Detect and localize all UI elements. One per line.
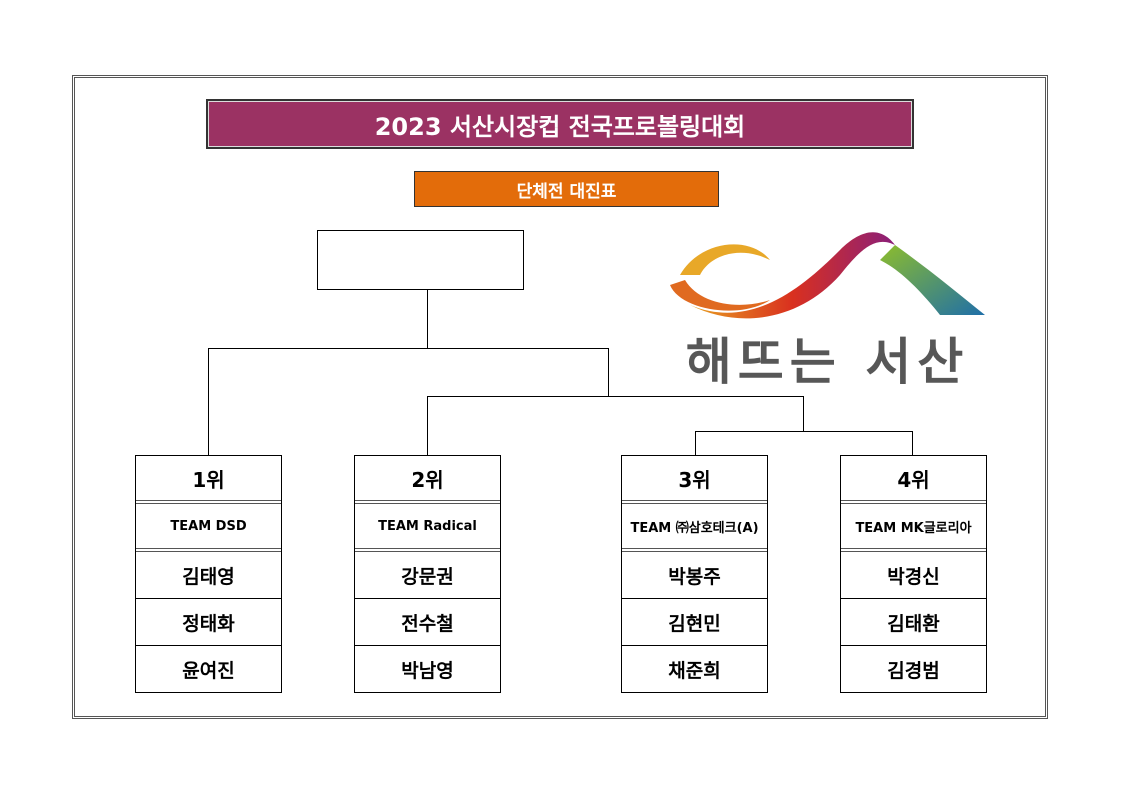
- player-name: 전수철: [355, 599, 500, 646]
- team-card-2: 2위 TEAM Radical 강문권 전수철 박남영: [354, 455, 501, 693]
- player-name: 정태화: [136, 599, 281, 646]
- page-frame: [72, 75, 1048, 719]
- player-name: 김태영: [136, 552, 281, 599]
- team-rank: 1위: [136, 456, 281, 504]
- seosan-logo-icon: [670, 232, 985, 319]
- team-card-4: 4위 TEAM MK글로리아 박경신 김태환 김경범: [840, 455, 987, 693]
- team-card-1: 1위 TEAM DSD 김태영 정태화 윤여진: [135, 455, 282, 693]
- player-name: 채준희: [668, 659, 721, 682]
- player-name: 윤여진: [182, 659, 235, 682]
- team-name: TEAM MK글로리아: [841, 504, 986, 552]
- team-name: TEAM DSD: [136, 504, 281, 552]
- bracket-subtitle: 단체전 대진표: [414, 171, 719, 207]
- team-card-3: 3위 TEAM ㈜삼호테크(A) 박봉주 김현민 채준희: [621, 455, 768, 693]
- team-name: TEAM Radical: [355, 504, 500, 552]
- player-name: 김태환: [841, 599, 986, 646]
- team-rank: 3위: [622, 456, 767, 504]
- winner-box: [317, 230, 524, 290]
- team-name: TEAM ㈜삼호테크(A): [622, 504, 767, 552]
- tournament-title: 2023 서산시장컵 전국프로볼링대회: [206, 99, 914, 149]
- player-name: 강문권: [355, 552, 500, 599]
- player-name: 박봉주: [622, 552, 767, 599]
- player-name: 김현민: [622, 599, 767, 646]
- player-name: 김경범: [887, 659, 940, 682]
- team-rank: 4위: [841, 456, 986, 504]
- player-name: 박남영: [401, 659, 454, 682]
- logo-text: 해뜨는 서산: [685, 333, 970, 391]
- player-name: 박경신: [841, 552, 986, 599]
- team-rank: 2위: [355, 456, 500, 504]
